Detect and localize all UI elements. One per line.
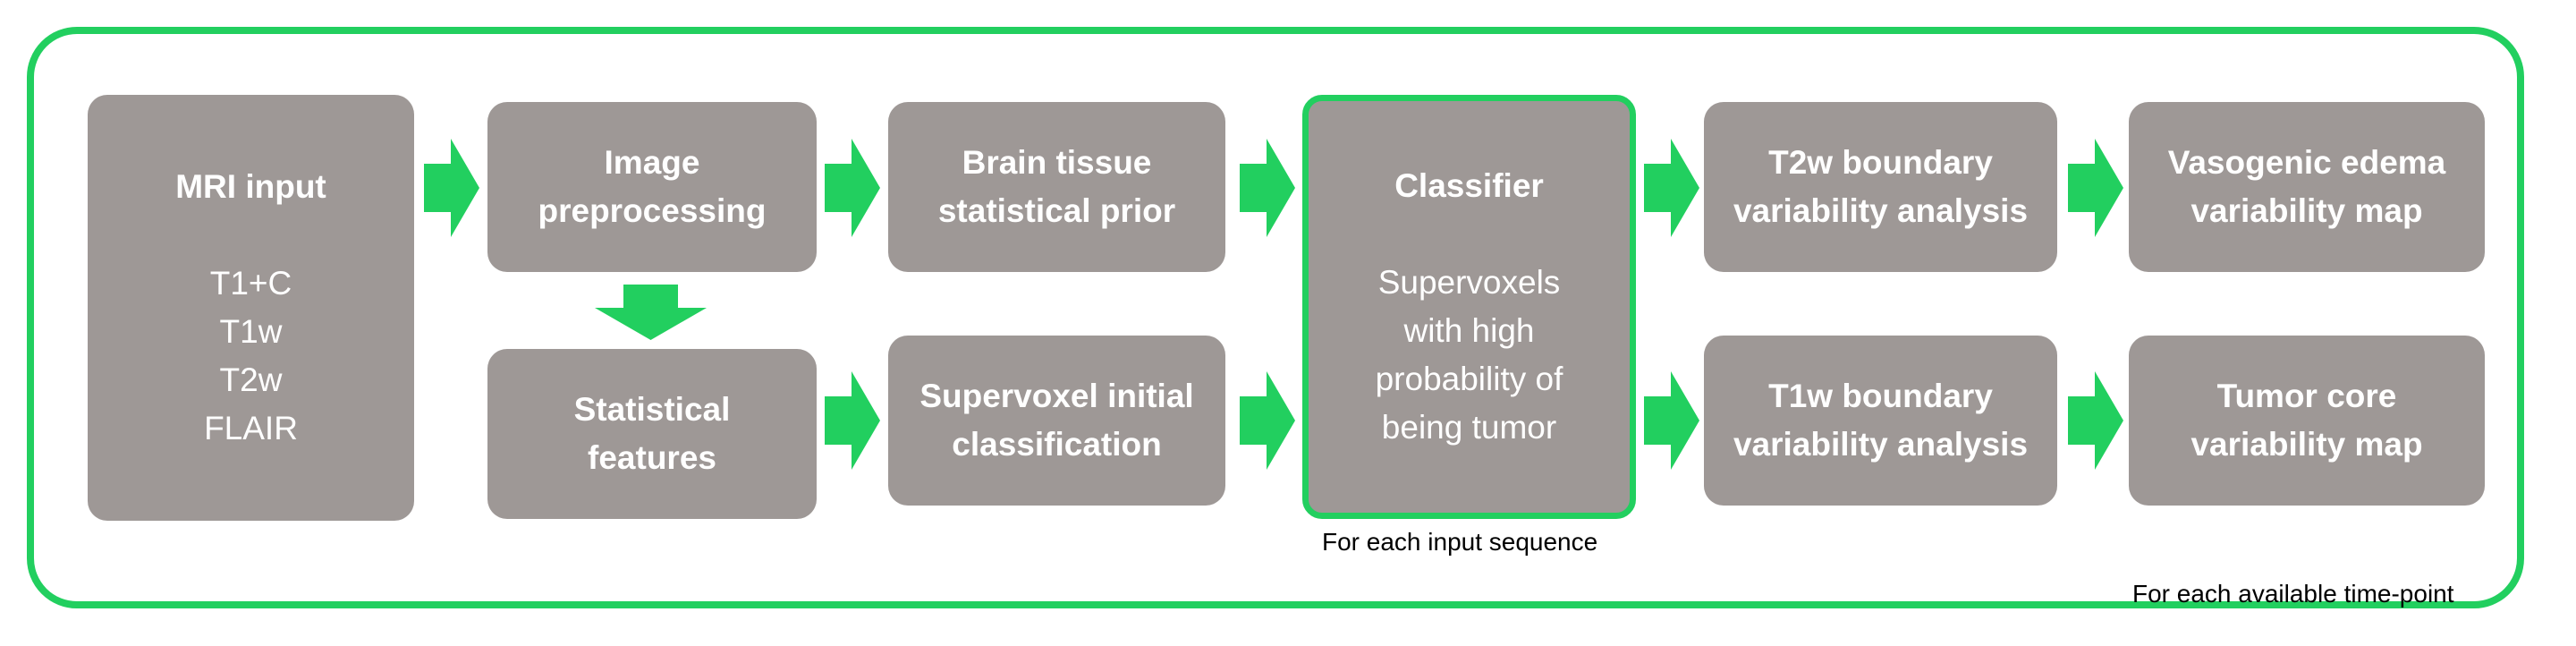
per-timepoint-note: For each available time-point (2132, 580, 2454, 608)
outer-frame (27, 27, 2524, 608)
arrow-down-icon (595, 285, 707, 340)
brain-tissue-prior-box: Brain tissue statistical prior (888, 102, 1225, 272)
mri-sequence-list: T1+C T1w T2w FLAIR (204, 265, 298, 446)
t2w-boundary-box: T2w boundary variability analysis (1704, 102, 2057, 272)
t2w-boundary-title: T2w boundary variability analysis (1733, 144, 2029, 229)
statistical-features-title: Statistical features (573, 391, 731, 476)
mri-input-title: MRI input (175, 168, 326, 205)
arrow-right-icon (1240, 371, 1295, 470)
t1w-boundary-title: T1w boundary variability analysis (1733, 378, 2029, 463)
arrow-right-icon (825, 371, 880, 470)
arrow-right-icon (2068, 371, 2123, 470)
arrow-right-icon (424, 139, 479, 237)
tumor-core-map-title: Tumor core variability map (2190, 378, 2423, 463)
supervoxel-classification-title: Supervoxel initial classification (919, 378, 1194, 463)
classifier-description: Supervoxels with high probability of bei… (1375, 264, 1563, 446)
image-preprocessing-title: Image preprocessing (538, 144, 767, 229)
tumor-core-map-box: Tumor core variability map (2129, 336, 2485, 506)
edema-map-box: Vasogenic edema variability map (2129, 102, 2485, 272)
edema-map-title: Vasogenic edema variability map (2167, 144, 2446, 229)
t1w-boundary-box: T1w boundary variability analysis (1704, 336, 2057, 506)
statistical-features-box: Statistical features (487, 349, 817, 519)
mri-input-box: MRI input T1+C T1w T2w FLAIR (88, 95, 414, 521)
image-preprocessing-box: Image preprocessing (487, 102, 817, 272)
arrow-right-icon (2068, 139, 2123, 237)
arrow-right-icon (825, 139, 880, 237)
per-sequence-note: For each input sequence (1322, 528, 1598, 556)
arrow-right-icon (1644, 371, 1699, 470)
classifier-title: Classifier (1394, 167, 1544, 204)
classifier-box: Classifier Supervoxels with high probabi… (1302, 95, 1636, 519)
arrow-right-icon (1240, 139, 1295, 237)
supervoxel-classification-box: Supervoxel initial classification (888, 336, 1225, 506)
arrow-right-icon (1644, 139, 1699, 237)
brain-tissue-prior-title: Brain tissue statistical prior (937, 144, 1176, 229)
